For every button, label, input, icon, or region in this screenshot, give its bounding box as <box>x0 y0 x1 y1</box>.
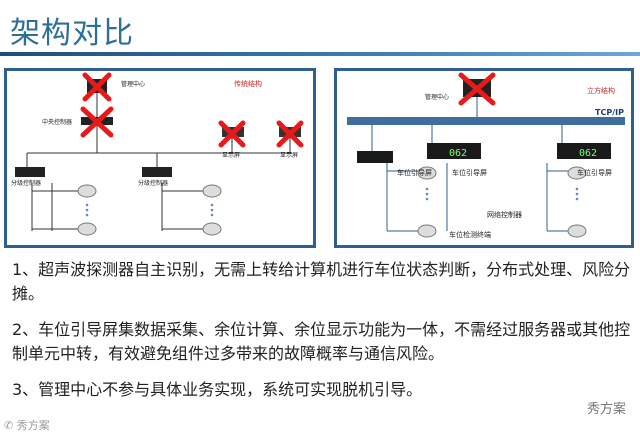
slide-title: 架构对比 <box>10 16 134 51</box>
detector-icon <box>77 222 97 236</box>
detector-icon <box>567 166 587 180</box>
network-label: TCP/IP <box>595 108 624 117</box>
watermark-left: ✆ 秀方案 <box>4 419 50 432</box>
zone-controller-label-2: 分级控制器 <box>138 179 168 187</box>
detector-icon <box>567 224 587 238</box>
parking-detector-label: 车位检测终端 <box>449 230 491 239</box>
cubic-heading: 立方结构 <box>587 86 615 95</box>
central-controller-label: 中央控制器 <box>42 118 72 126</box>
zone-controller-box-1 <box>15 167 45 177</box>
mgmt-center-label: 管理中心 <box>121 80 145 88</box>
note-item: 3、管理中心不参与具体业务实现，系统可实现脱机引导。 <box>12 380 423 399</box>
network-bus <box>347 117 625 125</box>
guide-screen-label-2: 车位引导屏 <box>452 168 487 177</box>
cross-mark-icon <box>458 72 496 106</box>
guide-screen-1 <box>357 151 393 163</box>
traditional-nodes <box>15 79 301 236</box>
display-digits-2: 062 <box>579 148 597 159</box>
display-label-1: 显示屏 <box>222 152 240 159</box>
watermark: 秀方案 <box>586 402 626 417</box>
zone-controller-label-1: 分级控制器 <box>11 179 41 187</box>
cross-mark-icons <box>80 72 304 148</box>
detector-icon <box>417 166 437 180</box>
zone-controller-box-2 <box>142 167 172 177</box>
note-item: 2、车位引导屏集数据采集、余位计算、余位显示功能为一体，不需经过服务器或其他控制… <box>12 320 631 363</box>
display-label-2: 显示屏 <box>280 152 298 159</box>
note-item: 1、超声波探测器自主识别，无需上转给计算机进行车位状态判断，分布式处理、风险分摊… <box>12 260 631 303</box>
traditional-architecture-svg: 管理中心 传统结构 中央控制器 显示屏 显示屏 分级控制器 分级控制器 <box>11 72 304 236</box>
title-rule <box>0 52 640 56</box>
traditional-heading: 传统结构 <box>234 79 262 88</box>
traditional-architecture-diagram: 管理中心 传统结构 中央控制器 显示屏 显示屏 分级控制器 分级控制器 <box>4 68 316 248</box>
detector-icon <box>202 222 222 236</box>
guide-screen-2 <box>427 143 481 159</box>
detector-icon <box>77 184 97 198</box>
mgmt-center-label: 管理中心 <box>425 93 449 101</box>
guide-screen-label-1: 车位引导屏 <box>397 168 432 177</box>
cubic-architecture-diagram: 062 062 管理中心 立方结构 TCP/IP 车位引导屏 车位引导屏 车位引… <box>334 68 634 248</box>
guide-screens <box>357 143 611 163</box>
display-digits-1: 062 <box>449 148 467 159</box>
guide-screen-label-3: 车位引导屏 <box>577 168 612 177</box>
notes-list: 1、超声波探测器自主识别，无需上转给计算机进行车位状态判断，分布式处理、风险分摊… <box>12 258 632 414</box>
cubic-architecture-svg: 062 062 管理中心 立方结构 TCP/IP 车位引导屏 车位引导屏 车位引… <box>347 72 625 239</box>
detector-icon <box>202 184 222 198</box>
guide-screen-3 <box>557 143 611 159</box>
detector-icon <box>417 224 437 238</box>
network-controller-label: 网络控制器 <box>487 210 522 219</box>
